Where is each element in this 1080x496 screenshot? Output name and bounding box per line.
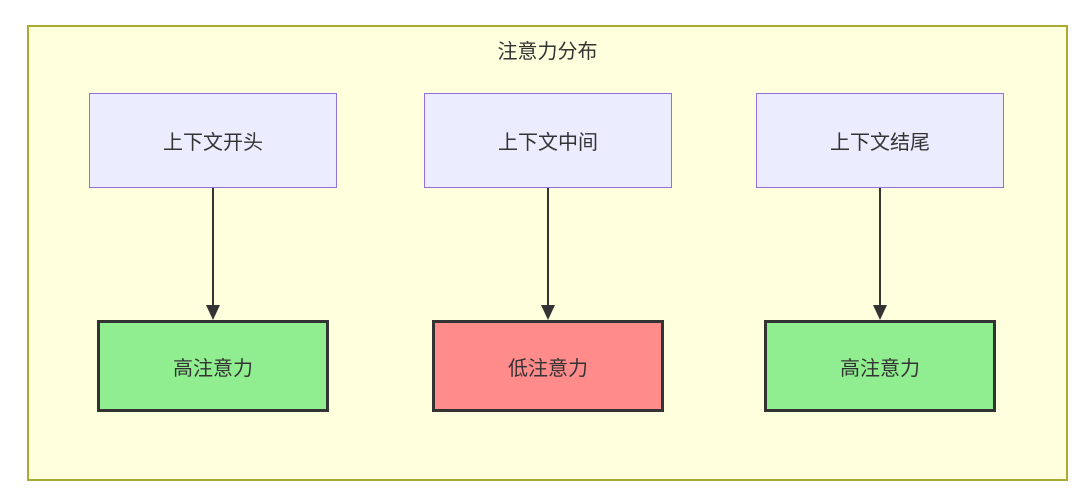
node-label: 高注意力 [173,357,253,380]
diagram-title: 注意力分布 [497,41,598,63]
source-node-context-end: 上下文结尾 [756,93,1004,188]
source-node-context-start: 上下文开头 [89,93,337,188]
target-node-high-attention-1: 高注意力 [97,320,329,412]
diagram-container: 注意力分布 上下文开头 高注意力 上下文中间 低注意力 [27,25,1068,481]
node-label: 上下文中间 [498,132,598,154]
arrow-down-icon [541,188,555,320]
flow-column-context-end: 上下文结尾 高注意力 [756,93,1004,412]
node-label: 上下文结尾 [830,132,930,154]
node-label: 低注意力 [508,357,588,380]
node-label: 高注意力 [840,357,920,380]
source-node-context-middle: 上下文中间 [424,93,672,188]
flow-column-context-middle: 上下文中间 低注意力 [424,93,672,412]
flow-column-context-start: 上下文开头 高注意力 [89,93,337,412]
arrow-down-icon [206,188,220,320]
node-label: 上下文开头 [163,132,263,154]
target-node-high-attention-2: 高注意力 [764,320,996,412]
target-node-low-attention: 低注意力 [432,320,664,412]
arrow-down-icon [873,188,887,320]
